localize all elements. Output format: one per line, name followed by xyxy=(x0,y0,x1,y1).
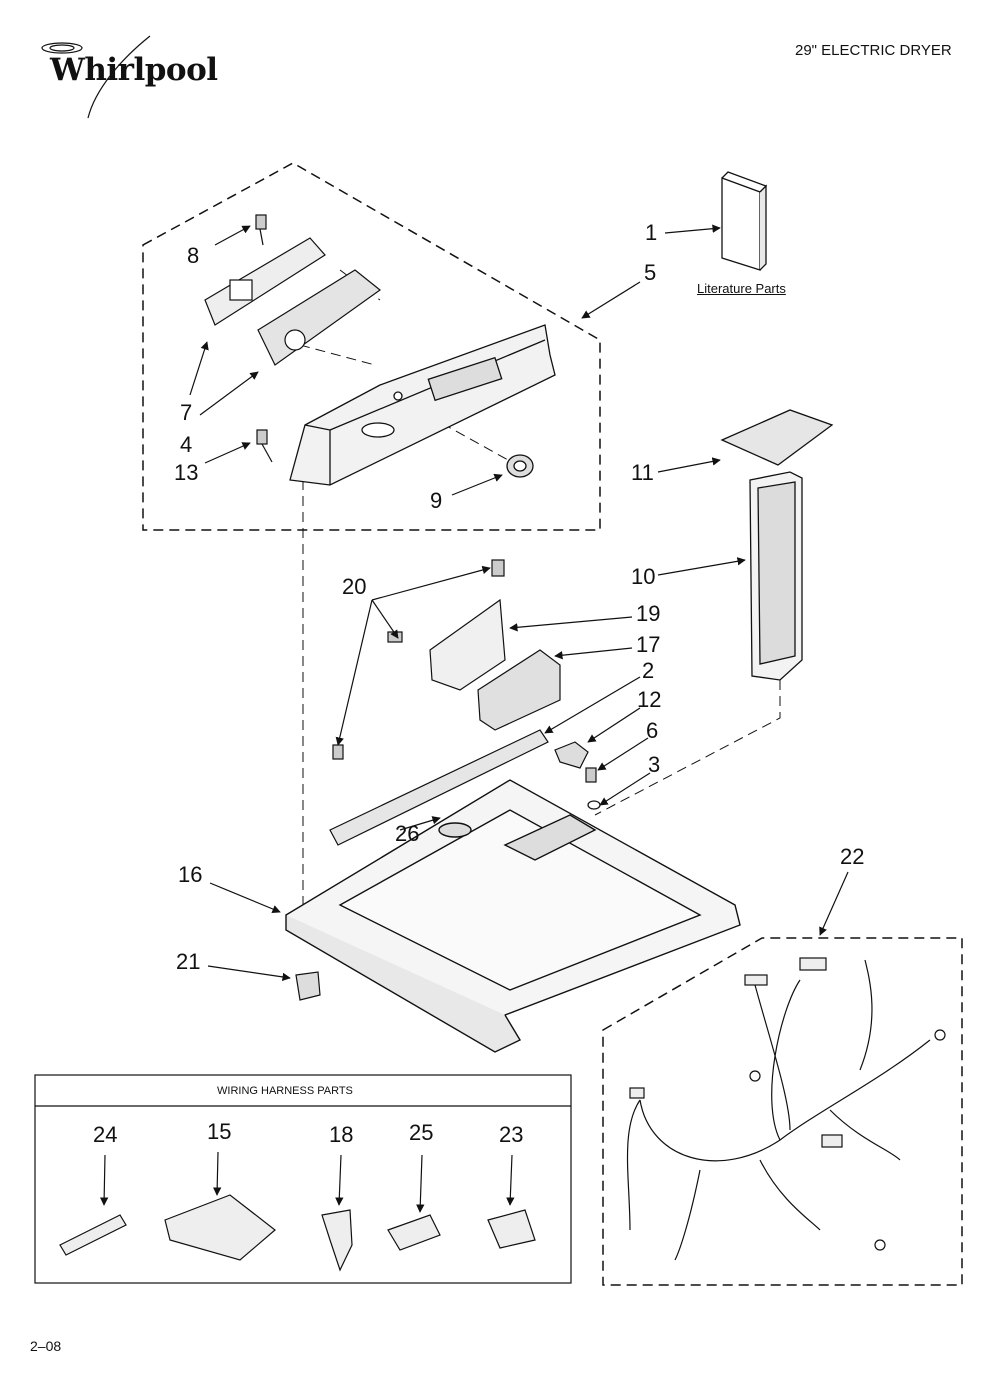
callout-16: 16 xyxy=(178,862,203,887)
mounting-rail-part xyxy=(329,729,601,846)
arrow-19 xyxy=(509,616,633,632)
arrow-7 xyxy=(189,341,209,396)
callout-1: 1 xyxy=(645,220,658,245)
whirlpool-logo-mark xyxy=(41,35,151,119)
literature-booklet-part xyxy=(721,171,768,271)
arrow-24 xyxy=(99,1154,109,1206)
arrow-9 xyxy=(451,473,503,496)
callout-8: 8 xyxy=(187,243,200,268)
board-alignment-line xyxy=(299,344,376,366)
callout-19: 19 xyxy=(636,601,661,626)
arrow-3 xyxy=(599,772,651,806)
arrow-18 xyxy=(335,1154,344,1206)
callout-22: 22 xyxy=(840,844,865,869)
control-board-part xyxy=(204,237,381,366)
console-group-outline xyxy=(142,162,601,531)
callout-23: 23 xyxy=(499,1122,524,1147)
wire-harness-part xyxy=(626,957,946,1261)
wiring-harness-parts-box xyxy=(34,1074,572,1284)
arrow-17 xyxy=(554,647,633,660)
arrow-11 xyxy=(657,457,721,473)
wire-harness-group-outline xyxy=(602,937,963,1286)
callout-17: 17 xyxy=(636,632,661,657)
callout-13: 13 xyxy=(174,460,199,485)
arrow-12 xyxy=(587,707,641,743)
callout-3: 3 xyxy=(648,752,661,777)
callout-18: 18 xyxy=(329,1122,354,1147)
callout-4: 4 xyxy=(180,432,193,457)
wiring-harness-parts-title: WIRING HARNESS PARTS xyxy=(217,1085,353,1097)
arrow-25 xyxy=(416,1154,425,1213)
harness-small-parts xyxy=(59,1194,536,1272)
callout-2: 2 xyxy=(642,658,655,683)
top-panel-part xyxy=(285,779,741,1053)
knob-part xyxy=(506,454,534,478)
callout-6: 6 xyxy=(646,718,659,743)
callout-9: 9 xyxy=(430,488,443,513)
literature-parts-label: Literature Parts xyxy=(697,281,786,296)
callout-7: 7 xyxy=(180,400,193,425)
arrow-23 xyxy=(506,1154,515,1206)
callout-24: 24 xyxy=(93,1122,118,1147)
arrow-5 xyxy=(581,281,641,319)
model-title: 29" ELECTRIC DRYER xyxy=(795,42,952,59)
timer-bracket-part xyxy=(387,559,561,731)
callout-11: 11 xyxy=(631,460,654,485)
callout-12: 12 xyxy=(637,687,662,712)
screw-part xyxy=(255,214,273,463)
arrow-4 xyxy=(199,371,259,416)
callout-5: 5 xyxy=(644,260,657,285)
arrow-20c xyxy=(335,599,373,746)
arrow-26 xyxy=(399,816,441,831)
arrow-10 xyxy=(657,557,746,576)
brand-logo: Whirlpool xyxy=(50,52,218,88)
arrow-22 xyxy=(819,871,849,936)
console-panel-part xyxy=(289,324,556,486)
arrow-1 xyxy=(664,224,721,234)
arrow-16 xyxy=(209,882,281,913)
lint-screen-part xyxy=(720,409,834,681)
arrow-13 xyxy=(204,442,251,464)
arrow-15 xyxy=(212,1151,222,1196)
foot-part xyxy=(295,971,321,1001)
arrow-21 xyxy=(207,965,291,982)
arrow-20b xyxy=(371,599,399,639)
arrow-2 xyxy=(544,676,641,734)
callout-20: 20 xyxy=(342,574,367,599)
arrow-20a xyxy=(371,565,491,601)
callout-21: 21 xyxy=(176,949,201,974)
callout-15: 15 xyxy=(207,1119,232,1144)
lint-screen-alignment-line xyxy=(594,680,781,816)
arrow-8 xyxy=(214,225,251,246)
callout-10: 10 xyxy=(631,564,656,589)
callout-26: 26 xyxy=(395,821,420,846)
callout-25: 25 xyxy=(409,1120,434,1145)
arrow-6 xyxy=(597,737,649,771)
page-code: 2–08 xyxy=(30,1338,62,1354)
